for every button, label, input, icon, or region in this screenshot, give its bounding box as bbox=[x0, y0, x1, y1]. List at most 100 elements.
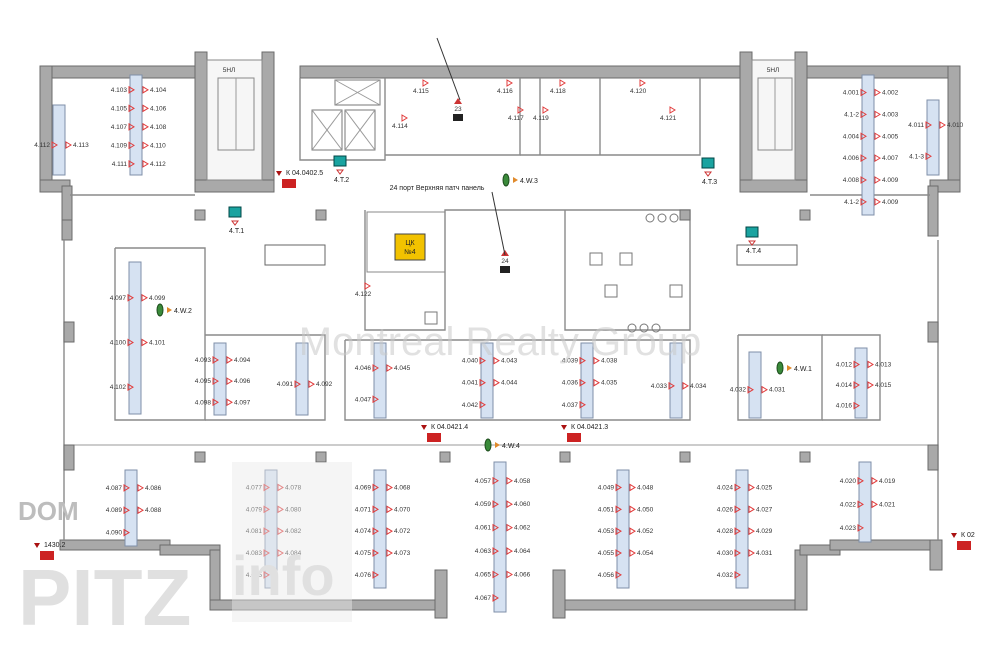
wifi-icon bbox=[484, 438, 492, 452]
cabinet-pointer-icon bbox=[561, 425, 567, 430]
outlet-label: 4.022 bbox=[840, 501, 857, 508]
outlet-label: 4.050 bbox=[637, 506, 654, 513]
outlet-icon bbox=[308, 380, 315, 389]
partitions: ЦК №4 bbox=[63, 78, 939, 540]
outlet-label: 4.087 bbox=[106, 485, 123, 492]
outlet-icon bbox=[141, 338, 148, 347]
outlet-icon bbox=[493, 356, 500, 365]
outlet-label: 4.032 bbox=[717, 572, 734, 579]
outlet-icon bbox=[263, 549, 270, 557]
outlet-icon bbox=[479, 378, 486, 387]
desk-block bbox=[52, 104, 66, 176]
outlet-icon bbox=[629, 505, 636, 514]
outlet-icon bbox=[639, 79, 646, 87]
outlet-label: 4.051 bbox=[598, 506, 615, 513]
outlet-icon bbox=[682, 381, 689, 390]
cabinet-label: 1430.2 bbox=[44, 542, 66, 549]
wifi-label: 4.W.2 bbox=[174, 308, 192, 315]
pointer-icon bbox=[231, 220, 239, 226]
pointer-icon bbox=[167, 307, 172, 313]
terminal-label: 4.T.3 bbox=[702, 179, 717, 186]
outlet-icon bbox=[860, 88, 867, 97]
outlet-icon bbox=[734, 527, 741, 536]
outlet-label: 4.035 bbox=[601, 380, 618, 387]
outlet-label: 4.112 bbox=[150, 161, 166, 168]
outlet-icon bbox=[123, 483, 130, 492]
outlet-label: 4.030 bbox=[717, 550, 734, 557]
outlet-icon bbox=[263, 527, 270, 536]
outlet-label: 4.020 bbox=[840, 478, 857, 485]
outlet-label: 4.043 bbox=[501, 358, 518, 365]
cabinet-pointer-icon bbox=[951, 533, 957, 538]
outlet-icon bbox=[542, 106, 549, 114]
outlet-icon bbox=[128, 122, 135, 131]
outlet-icon bbox=[615, 527, 622, 536]
outlet-icon bbox=[277, 505, 284, 514]
outlet-label: 4.085 bbox=[246, 572, 263, 579]
wifi-icon bbox=[776, 361, 784, 375]
outlet-icon bbox=[386, 505, 393, 514]
outlet-icon bbox=[51, 141, 58, 149]
cabinet-marker: К 04.0421.3 bbox=[561, 424, 608, 442]
outlet-icon bbox=[748, 483, 755, 492]
outlet-label: 4.111 bbox=[112, 161, 128, 168]
outlet-label: 4.097 bbox=[110, 295, 127, 302]
outlet-label: 4.027 bbox=[756, 506, 773, 513]
outlet-icon bbox=[874, 176, 881, 184]
watermark-main: Montreal Realty Group bbox=[299, 320, 701, 364]
desk-block bbox=[373, 469, 387, 589]
outlet-label: 4.092 bbox=[316, 381, 333, 388]
outlet-icon bbox=[506, 476, 513, 485]
wifi-marker: 4.W.4 bbox=[484, 438, 520, 452]
outlet-label: 4.098 bbox=[195, 399, 212, 406]
outlet-label: 4.013 bbox=[875, 361, 892, 368]
outlet-icon bbox=[874, 88, 881, 97]
outlet-label: 4.053 bbox=[598, 528, 615, 535]
outlet-icon bbox=[263, 505, 270, 514]
outlet-icon bbox=[492, 547, 499, 555]
columns bbox=[63, 209, 939, 471]
desk-block bbox=[861, 74, 875, 216]
terminal-marker: 4.T.3 bbox=[701, 157, 717, 186]
outlet-icon bbox=[141, 293, 148, 302]
outlet-label: 4.005 bbox=[882, 133, 899, 140]
outlet-icon bbox=[386, 483, 393, 492]
stairwell-right bbox=[739, 51, 808, 193]
outlet-icon bbox=[128, 104, 135, 113]
wifi-label: 4.W.3 bbox=[520, 178, 538, 185]
outlet-label: 4.061 bbox=[475, 525, 492, 532]
outlet-label: 4.025 bbox=[756, 484, 773, 491]
outlet-label: 4.100 bbox=[110, 339, 127, 346]
outlet-icon bbox=[860, 176, 867, 184]
outlet-label: 4.045 bbox=[394, 365, 411, 372]
desk-block bbox=[858, 461, 872, 543]
outlet-icon bbox=[226, 398, 233, 407]
desk-block bbox=[616, 469, 630, 589]
outlet-label: 4.089 bbox=[106, 507, 123, 514]
outlet-icon bbox=[874, 132, 881, 141]
outlet-icon bbox=[506, 570, 513, 579]
outlet-icon bbox=[860, 110, 867, 119]
outlet-icon bbox=[860, 154, 867, 163]
outlet-label: 4.016 bbox=[836, 403, 853, 410]
cabinet-label: К 04.0421.3 bbox=[571, 424, 608, 431]
outlet-icon bbox=[506, 523, 513, 532]
outlet-icon bbox=[629, 483, 636, 492]
outlet-icon bbox=[853, 401, 860, 410]
outlet-icon bbox=[142, 141, 149, 150]
outlet-icon bbox=[857, 476, 864, 485]
outlet-icon bbox=[874, 110, 881, 119]
outlet-label: 4.080 bbox=[285, 506, 302, 513]
outlet-icon bbox=[668, 381, 675, 390]
outlet-label: 4.099 bbox=[149, 295, 166, 302]
outlet-icon bbox=[860, 132, 867, 141]
outlet-icon bbox=[492, 476, 499, 485]
terminal-label: 4.T.4 bbox=[746, 248, 761, 255]
outlet-label: 4.010 bbox=[947, 122, 964, 129]
